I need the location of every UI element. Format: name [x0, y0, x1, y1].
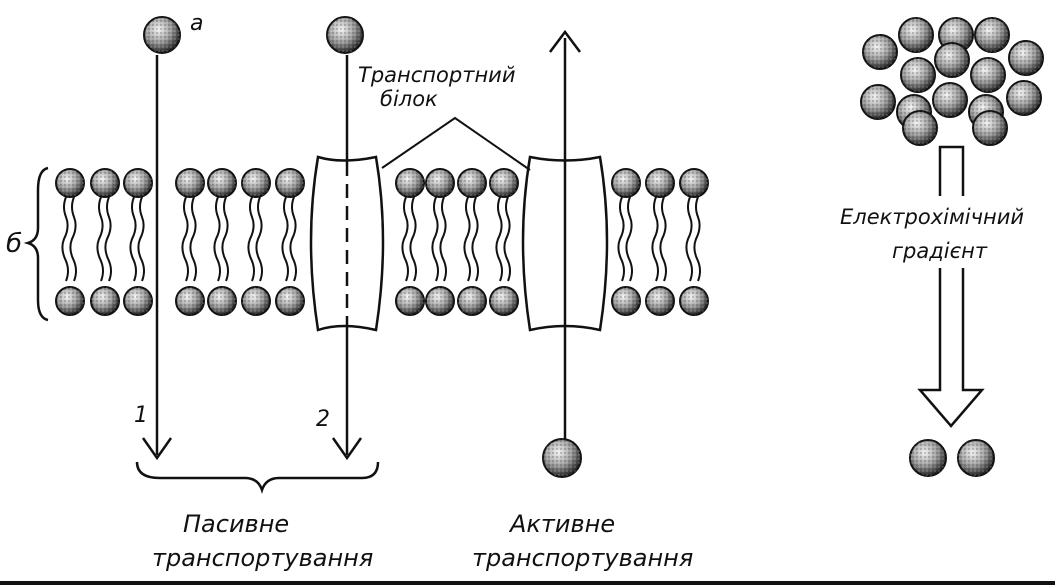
lipid-head-texture — [396, 287, 424, 315]
arrowhead-1 — [141, 437, 173, 461]
cluster-molecule-texture — [935, 43, 969, 77]
lipid-tail — [213, 196, 221, 282]
lipid-tail — [651, 196, 659, 282]
cluster-molecule-texture — [903, 111, 937, 145]
gradient-label-bg — [836, 196, 1036, 268]
molecule-active-texture — [543, 439, 581, 477]
lipid-head-texture — [458, 169, 486, 197]
label-1: 1 — [134, 403, 148, 428]
label-active-1: Активне — [508, 510, 615, 538]
label-passive-1: Пасивне — [183, 510, 289, 538]
molecule-a-texture — [144, 17, 180, 53]
molecule-2-texture — [327, 17, 363, 53]
lipid-head-texture — [56, 169, 84, 197]
molecule-low-1-texture — [910, 440, 946, 476]
arrowhead-2 — [331, 437, 363, 461]
label-b: б — [6, 229, 22, 259]
lipid-head-texture — [680, 287, 708, 315]
lipid-tail — [439, 196, 447, 282]
lipid-head-texture — [426, 169, 454, 197]
cluster-molecule-texture — [899, 18, 933, 52]
lipid-tail — [495, 196, 503, 282]
lipid-tail — [431, 196, 439, 282]
lipid-head-texture — [680, 169, 708, 197]
label-a: а — [190, 11, 203, 36]
label-passive-2: транспортування — [152, 544, 373, 572]
lipid-tail — [255, 196, 263, 282]
cluster-molecule-texture — [971, 58, 1005, 92]
lipid-tail — [69, 196, 77, 282]
lipid-head-texture — [91, 169, 119, 197]
protein-pointer-lines — [381, 116, 531, 171]
lipid-tail — [471, 196, 479, 282]
arrowhead-active — [549, 29, 581, 53]
lipid-head-texture — [458, 287, 486, 315]
label-gradient-1: Електрохімічний — [840, 205, 1024, 229]
lipid-head-texture — [396, 169, 424, 197]
lipid-head-texture — [490, 169, 518, 197]
lipid-head-texture — [612, 169, 640, 197]
lipid-tail — [463, 196, 471, 282]
lipid-head-texture — [276, 287, 304, 315]
lipid-head-texture — [56, 287, 84, 315]
lipid-head-texture — [612, 287, 640, 315]
lipid-tail — [181, 196, 189, 282]
lipid-tail — [693, 196, 701, 282]
lipid-head-texture — [242, 169, 270, 197]
lipid-tail — [247, 196, 255, 282]
cluster-molecule-texture — [1009, 41, 1043, 75]
molecule-cluster — [860, 17, 1044, 146]
cluster-molecule-texture — [975, 18, 1009, 52]
lipid-head-texture — [646, 169, 674, 197]
lipid-head-texture — [176, 169, 204, 197]
lipid-tail — [129, 196, 137, 282]
lipid-tail — [104, 196, 112, 282]
lipid-head-texture — [208, 287, 236, 315]
lipid-head-texture — [242, 287, 270, 315]
lipid-tail — [659, 196, 667, 282]
membrane-brace — [23, 166, 49, 322]
lipid-head-texture — [646, 287, 674, 315]
lipid-head-texture — [426, 287, 454, 315]
label-active-2: транспортування — [472, 544, 693, 572]
lipid-tail — [221, 196, 229, 282]
label-transport-protein-2: білок — [380, 87, 438, 111]
lipid-bilayer — [55, 168, 709, 316]
label-transport-protein-1: Транспортний — [358, 63, 515, 87]
lipid-tail — [617, 196, 625, 282]
lipid-head-texture — [490, 287, 518, 315]
lipid-tail — [96, 196, 104, 282]
label-2: 2 — [316, 407, 330, 432]
lipid-tail — [401, 196, 409, 282]
lipid-tail — [281, 196, 289, 282]
lipid-tail — [137, 196, 145, 282]
lipid-tail — [289, 196, 297, 282]
cluster-molecule-texture — [861, 85, 895, 119]
lipid-tail — [503, 196, 511, 282]
lipid-head-texture — [91, 287, 119, 315]
cluster-molecule-texture — [863, 35, 897, 69]
lipid-tail — [61, 196, 69, 282]
cluster-molecule-texture — [933, 83, 967, 117]
lipid-head-texture — [176, 287, 204, 315]
lipid-head-texture — [124, 287, 152, 315]
gradient-arrow — [917, 145, 985, 428]
cluster-molecule-texture — [973, 111, 1007, 145]
transport-protein-passive — [309, 155, 385, 332]
lipid-head-texture — [124, 169, 152, 197]
lipid-tail — [189, 196, 197, 282]
lipid-tail — [409, 196, 417, 282]
lipid-head-texture — [208, 169, 236, 197]
passive-brace — [135, 461, 380, 494]
lipid-tail — [625, 196, 633, 282]
label-gradient-2: градієнт — [892, 239, 988, 263]
molecule-low-2-texture — [958, 440, 994, 476]
cluster-molecule-texture — [1007, 81, 1041, 115]
lipid-head-texture — [276, 169, 304, 197]
cluster-molecule-texture — [901, 58, 935, 92]
lipid-tail — [685, 196, 693, 282]
